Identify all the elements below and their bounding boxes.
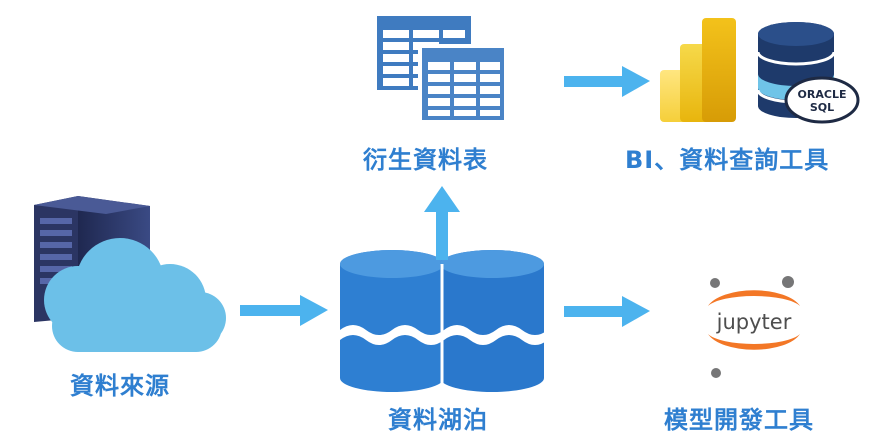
label-data-lake: 資料湖泊 (388, 406, 488, 434)
arrow-lake-to-derived (424, 186, 460, 260)
database-lake-icon (340, 250, 548, 392)
arrow-source-to-lake (240, 295, 328, 326)
oracle-sql-database-icon (756, 22, 860, 124)
label-data-source: 資料來源 (70, 372, 170, 400)
label-derived-tables: 衍生資料表 (363, 146, 488, 174)
table-sheets-icon (377, 16, 504, 120)
cloud-server-icon (34, 196, 226, 352)
jupyter-wordmark: jupyter (716, 310, 792, 334)
label-model-dev-tools: 模型開發工具 (664, 406, 814, 434)
arrow-lake-to-model (564, 296, 650, 327)
jupyter-logo-icon (708, 276, 800, 378)
sql-label: SQL (810, 101, 834, 114)
power-bi-icon (660, 18, 736, 122)
arrow-derived-to-bi (564, 66, 650, 97)
label-bi-query-tools: BI、資料查詢工具 (625, 146, 830, 174)
oracle-label: ORACLE (798, 88, 847, 101)
